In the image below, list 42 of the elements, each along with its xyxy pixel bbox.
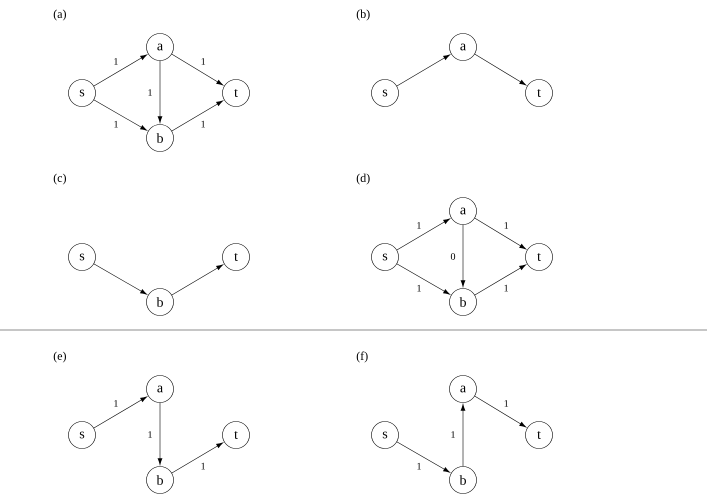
arrow bbox=[172, 264, 224, 296]
edge-label: 1 bbox=[112, 120, 120, 128]
panel-label: (a) bbox=[54, 10, 66, 20]
arrow bbox=[158, 402, 162, 466]
edge-label: 1 bbox=[112, 399, 120, 408]
arrow bbox=[396, 218, 450, 250]
edge-label: 1 bbox=[200, 462, 207, 470]
arrow bbox=[474, 264, 526, 296]
edge-label: 1 bbox=[416, 462, 422, 470]
edge-label: 1 bbox=[416, 284, 422, 292]
arrow bbox=[460, 224, 466, 288]
panel-label: (b) bbox=[356, 10, 370, 20]
panel-label: (d) bbox=[356, 174, 370, 184]
panel-label: (f) bbox=[356, 352, 368, 362]
arrow bbox=[94, 264, 148, 295]
arrow bbox=[172, 100, 224, 132]
arrow bbox=[172, 54, 224, 86]
arrow bbox=[396, 54, 450, 86]
panel-label: (c) bbox=[54, 174, 66, 184]
edge-label: 0 bbox=[450, 252, 456, 261]
arrow bbox=[94, 54, 148, 86]
panel-label: (e) bbox=[54, 352, 66, 362]
arrow bbox=[94, 100, 148, 131]
edge-label: 1 bbox=[200, 120, 207, 128]
edge-label: 1 bbox=[502, 399, 510, 408]
arrow bbox=[172, 442, 224, 474]
arrow bbox=[94, 396, 148, 428]
edge-label: 1 bbox=[200, 57, 207, 66]
arrow bbox=[460, 404, 466, 466]
edge-label: 1 bbox=[415, 221, 422, 230]
arrow bbox=[158, 60, 162, 124]
edge-label: 1 bbox=[112, 57, 120, 66]
arrow bbox=[396, 442, 450, 473]
edge-label: 1 bbox=[450, 430, 456, 439]
edge-label: 1 bbox=[146, 430, 154, 439]
arrow bbox=[474, 54, 526, 86]
edge-label: 1 bbox=[502, 221, 510, 230]
arrow bbox=[474, 396, 526, 428]
arrow bbox=[474, 218, 526, 250]
arrow bbox=[396, 264, 450, 295]
edge-label: 1 bbox=[146, 88, 154, 97]
edge-label: 1 bbox=[502, 284, 510, 292]
